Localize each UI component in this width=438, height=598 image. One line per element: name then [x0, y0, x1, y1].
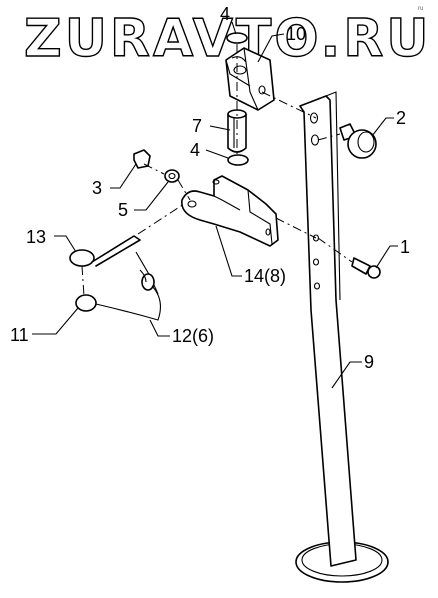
bracket-part-14 [181, 175, 279, 247]
corner-mark: ru [418, 6, 423, 12]
callout-3: 3 [92, 178, 102, 198]
knob-bolt-part-2 [339, 123, 377, 159]
leader-lines [32, 21, 398, 389]
bolt-part-1 [351, 257, 381, 279]
cable-part-12 [95, 269, 161, 321]
callout-12: 12(6) [172, 326, 214, 346]
alignment-lines [81, 44, 353, 297]
callout-11: 11 [10, 325, 29, 345]
support-leg-part-9 [295, 91, 389, 583]
lock-pin-part-11 [75, 251, 159, 312]
callout-1: 1 [400, 237, 410, 257]
callout-14: 14(8) [244, 266, 286, 286]
callout-2: 2 [396, 108, 406, 128]
callout-4-mid: 4 [190, 140, 200, 160]
washer-part-5 [164, 169, 180, 183]
callout-10: 10 [286, 24, 306, 44]
callout-13: 13 [26, 227, 46, 247]
o-ring-part-4-top [226, 32, 248, 44]
callout-7: 7 [192, 116, 202, 136]
o-ring-part-4-mid [227, 154, 249, 166]
clevis-bracket-part-10 [225, 47, 275, 111]
callout-5: 5 [118, 200, 128, 220]
callout-9: 9 [364, 352, 374, 372]
watermark-logo: ZURAVTO.RU [24, 9, 431, 69]
callout-4-top: 4 [220, 4, 230, 24]
ring-pin-part-13 [69, 235, 141, 267]
